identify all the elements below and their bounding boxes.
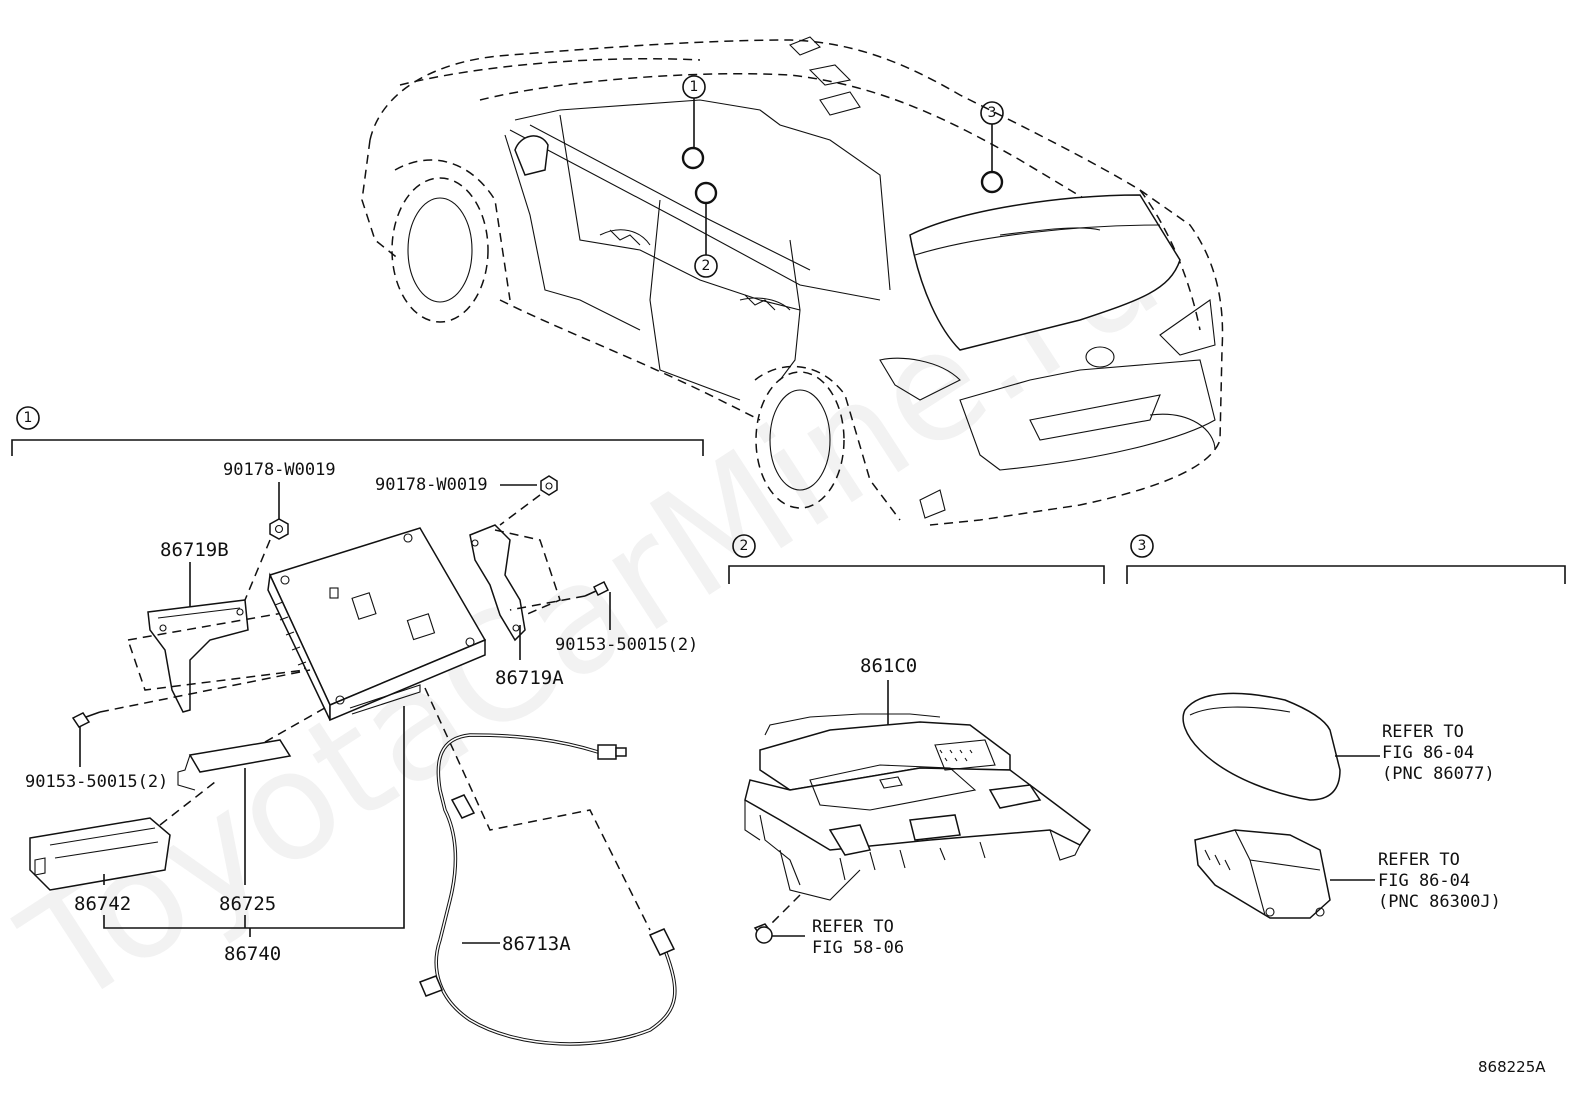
control-module-icon [267,527,487,722]
label-bracket-b: 86719B [160,539,229,561]
bracket-a-icon [469,524,526,642]
label-refer-86300j-line3: (PNC 86300J) [1378,892,1501,912]
label-nut-right: 90178-W0019 [375,475,488,495]
nut-right-icon [540,475,558,496]
svg-text:2: 2 [702,258,711,274]
part-86725-icon [188,739,292,773]
callout-2-car: 2 [694,203,718,278]
label-part-861c0: 861C0 [860,655,917,677]
console-861c0-icon [744,713,1092,901]
drawing-number: 868225A [1478,1058,1546,1076]
label-refer-86077-line1: REFER TO [1382,722,1464,742]
label-part-86725: 86725 [219,893,276,915]
cable-86713a-icon [419,687,677,1046]
label-cable-86713a: 86713A [502,933,571,955]
section-2-callout: 2 [740,538,749,554]
label-bolt-left: 90153-50015(2) [25,772,168,792]
label-bracket-a: 86719A [495,667,564,689]
callout-3-car: 3 [980,101,1004,172]
label-nut-left: 90178-W0019 [223,460,336,480]
part-86742-icon [29,817,171,891]
section-3-callout: 3 [1138,538,1147,554]
label-bolt-right: 90153-50015(2) [555,635,698,655]
vehicle-illustration [361,36,1224,526]
section-3: 3 REFER TO FIG 86-04 (PNC 86077) REFER T… [1126,534,1566,919]
section-2: 2 861C0 REFER TO FIG 58-06 [728,534,1105,958]
label-assembly-86740: 86740 [224,943,281,965]
label-part-86742: 86742 [74,893,131,915]
label-refer-fig-58-06-line2: FIG 58-06 [812,938,904,958]
nut-left-icon [269,518,289,540]
antenna-base-icon [1194,829,1331,919]
label-refer-86077-line3: (PNC 86077) [1382,764,1495,784]
section-1: 1 90178-W0019 90178-W0019 86719B [11,406,704,1046]
bracket-b-icon [147,599,249,713]
section-1-callout: 1 [24,410,33,426]
svg-text:3: 3 [988,105,997,121]
antenna-cover-icon [1182,692,1341,801]
label-refer-86300j-line1: REFER TO [1378,850,1460,870]
callout-1-car: 1 [682,75,706,148]
label-refer-86300j-line2: FIG 86-04 [1378,871,1470,891]
svg-text:1: 1 [690,79,699,95]
label-refer-86077-line2: FIG 86-04 [1382,743,1474,763]
bolt-right-icon [592,580,610,597]
label-refer-fig-58-06-line1: REFER TO [812,917,894,937]
bolt-left-icon [71,712,91,728]
